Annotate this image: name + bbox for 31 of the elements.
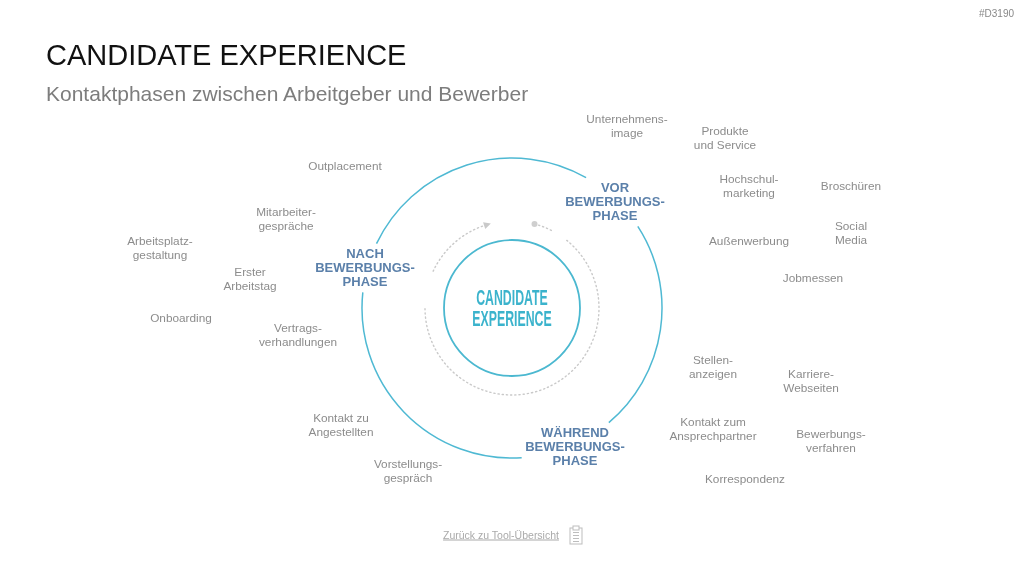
subtitle: Kontaktphasen zwischen Arbeitgeber und Bewerber [46,81,529,106]
topic-label: Vorstellungs- gespräch [373,457,443,485]
back-link: Zurück zu Tool-Übersicht [443,528,559,542]
topic-label: Arbeitsplatz- gestaltung [127,234,193,262]
phase-label: NACH BEWERBUNGS- PHASE [312,244,418,292]
topic-label: Kontakt zum Ansprechpartner [669,415,757,443]
arc-connector [608,225,663,424]
topic-label: Korrespondenz [705,472,785,486]
topic-label: Erster Arbeitstag [223,265,277,293]
arc-connector [375,157,587,245]
topic-label: Onboarding [150,311,212,325]
topic-label: Mitarbeiter- gespräche [256,205,316,233]
phase-label: VOR BEWERBUNGS- PHASE [562,178,668,226]
title: CANDIDATE EXPERIENCE [46,38,407,73]
reference-code: #D3190 [978,8,1014,20]
topic-label: Bewerbungs- verfahren [796,427,866,455]
center-title: CANDIDATE EXPERIENCE [472,287,552,329]
topic-label: Hochschul- marketing [719,172,779,200]
topic-label: Broschüren [820,179,882,193]
topic-label: Karriere- Webseiten [783,367,839,395]
topic-label: Produkte und Service [692,124,758,152]
topic-label: Vertrags- verhandlungen [258,321,338,349]
topic-label: Jobmessen [782,271,844,285]
topic-label: Unternehmens- image [586,112,668,140]
topic-label: Stellen- anzeigen [689,353,737,381]
topic-label: Kontakt zu Angestellten [308,411,374,439]
topic-label: Außenwerbung [709,234,789,248]
topic-label: Outplacement [308,159,382,173]
arc-connector [361,291,523,459]
phase-label: WÄHREND BEWERBUNGS- PHASE [522,423,628,471]
topic-label: Social Media [834,219,868,247]
